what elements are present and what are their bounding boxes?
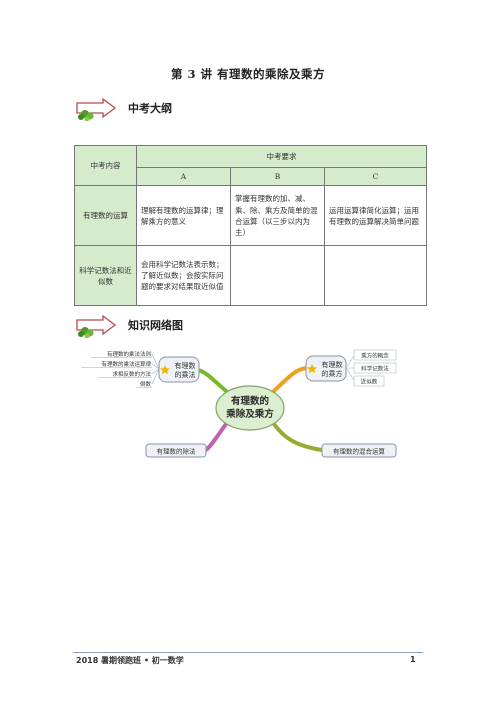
multiply-item: 有理数的乘法法则	[107, 350, 151, 358]
star-icon	[307, 364, 317, 374]
node-multiply-label-1: 有理数	[175, 361, 196, 370]
power-item: 近似数	[361, 378, 378, 386]
arrow-clover-icon	[76, 314, 117, 338]
footer-divider	[73, 652, 423, 653]
center-node	[215, 385, 285, 431]
header-level-a: A	[136, 166, 231, 187]
multiply-item: 有理数的乘法运算律	[101, 360, 151, 368]
branch-divide	[204, 422, 228, 452]
section-title-outline: 中考大纲	[128, 102, 172, 115]
header-requirement: 中考要求	[136, 145, 427, 168]
multiply-item: 倒数	[140, 380, 152, 388]
table-cell: 理解有理数的运算律；理解乘方的意义	[136, 185, 231, 247]
branch-multiply	[196, 368, 228, 393]
exam-outline-table: 中考内容 中考要求 A B C 有理数的运算 理解有理数的运算律；理解乘方的意义…	[74, 144, 427, 307]
branch-mixed	[272, 422, 324, 452]
node-mixed	[321, 443, 397, 458]
table-cell	[324, 245, 427, 307]
table-cell	[230, 245, 325, 307]
node-power-label-1: 有理数	[322, 360, 343, 369]
table-row-topic: 有理数的运算	[74, 185, 137, 247]
table-cell: 掌握有理数的加、减、乘、除、乘方及简单的混合运算（以三步以内为主）	[230, 185, 325, 247]
center-label-2: 乘除及乘方	[225, 408, 274, 420]
center-label-1: 有理数的	[231, 395, 270, 407]
power-item: 乘方的概念	[361, 352, 389, 360]
node-power-label-2: 的乘方	[322, 369, 343, 378]
node-divide-label: 有理数的除法	[157, 447, 197, 456]
multiply-item: 求相反数的方法	[112, 370, 151, 378]
power-item: 科学记数法	[361, 365, 389, 373]
header-level-c: C	[324, 166, 427, 187]
section-title-network: 知识网络图	[128, 319, 183, 332]
node-multiply-label-2: 的乘法	[175, 370, 196, 379]
node-divide	[145, 443, 207, 458]
node-mixed-label: 有理数的混合运算	[333, 447, 386, 456]
star-icon	[160, 365, 170, 375]
page-title: 第 3 讲 有理数的乘除及乘方	[170, 67, 325, 81]
table-row-topic: 科学记数法和近似数	[74, 245, 137, 307]
branch-power	[272, 366, 308, 393]
table-cell: 会用科学记数法表示数；了解近似数；会按实际问题的要求对结果取近似值	[136, 245, 231, 307]
page-number: 1	[410, 655, 416, 664]
header-level-b: B	[230, 166, 325, 187]
arrow-clover-icon	[76, 97, 117, 121]
header-content: 中考内容	[74, 144, 137, 187]
knowledge-mindmap: 有理数的 乘除及乘方 有理数 的乘法 有理数的乘法法则 有理数的乘法运算律 求相…	[81, 349, 397, 458]
footer-text: 2018 暑期领跑班 • 初一数学	[76, 656, 184, 665]
table-cell: 运用运算律简化运算；运用有理数的运算解决简单问题	[324, 185, 427, 247]
